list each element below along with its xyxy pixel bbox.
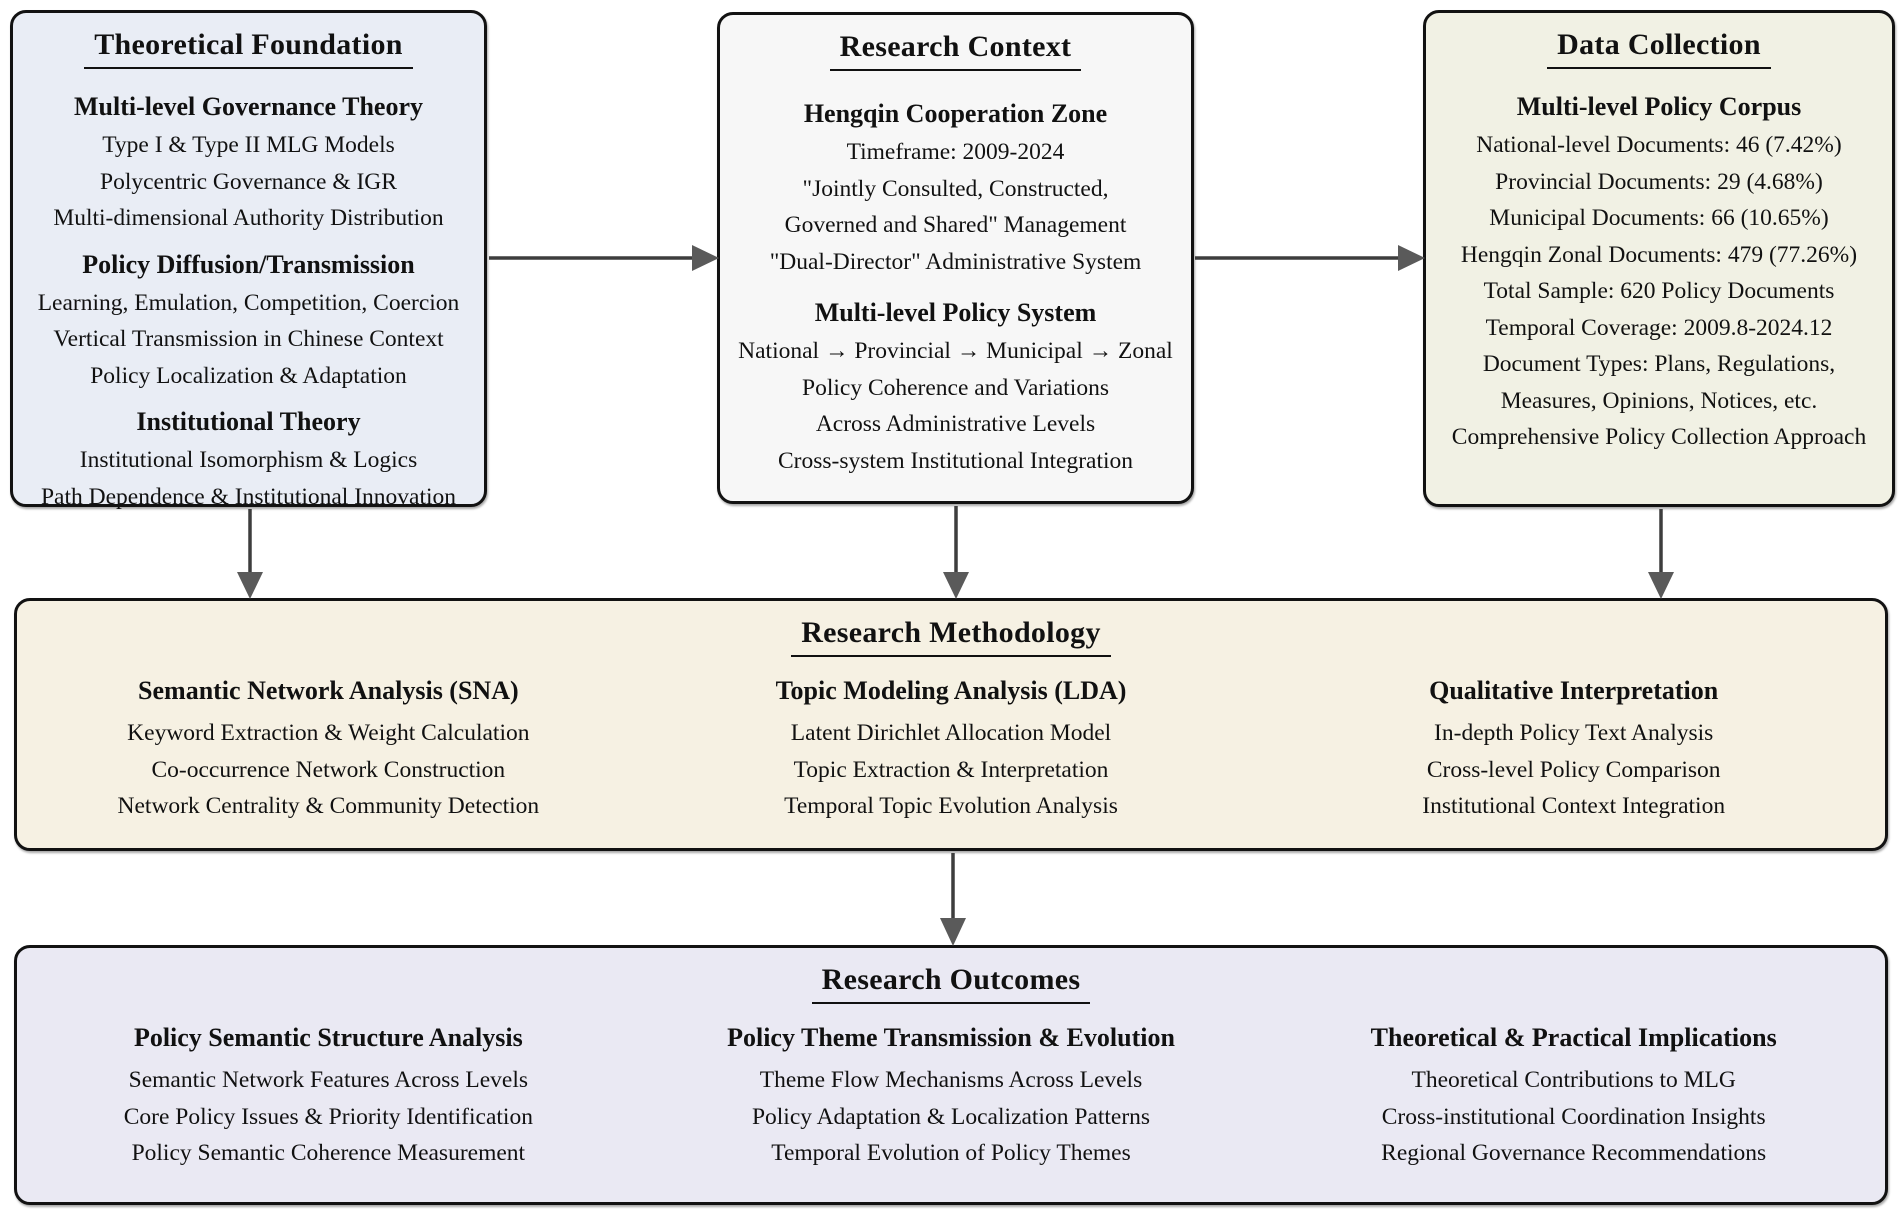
diagram-item: Temporal Topic Evolution Analysis — [784, 793, 1118, 819]
diagram-item: Cross-system Institutional Integration — [777, 447, 1134, 474]
hengqin-zone-section: Hengqin Cooperation Zone Timeframe: 2009… — [770, 94, 1142, 280]
arrow-context-to-methodology — [943, 506, 969, 599]
diagram-item: Comprehensive Policy Collection Approach — [1451, 424, 1867, 450]
diagram-item: Core Policy Issues & Priority Identifica… — [123, 1103, 533, 1130]
section-heading: Multi-level Policy System — [814, 298, 1097, 327]
data-collection-box: Data Collection Multi-level Policy Corpu… — [1423, 10, 1895, 507]
diagram-item: Topic Extraction & Interpretation — [793, 756, 1109, 783]
diagram-item: Institutional Context Integration — [1422, 793, 1726, 819]
diagram-item: Municipal Documents: 66 (10.65%) — [1489, 205, 1829, 231]
diagram-item: Across Administrative Levels — [815, 411, 1096, 437]
policy-diffusion-section: Policy Diffusion/Transmission Learning, … — [38, 245, 460, 395]
diagram-item: Theme Flow Mechanisms Across Levels — [759, 1067, 1143, 1093]
diagram-item: Keyword Extraction & Weight Calculation — [127, 720, 530, 746]
arrow-theory-to-context — [489, 245, 719, 271]
diagram-item: Temporal Coverage: 2009.8-2024.12 — [1485, 314, 1833, 341]
diagram-item: Institutional Isomorphism & Logics — [79, 447, 418, 473]
diagram-item: National → Provincial → Municipal → Zona… — [738, 338, 1173, 364]
diagram-item: Co-occurrence Network Construction — [151, 756, 506, 783]
diagram-item: Latent Dirichlet Allocation Model — [790, 720, 1112, 746]
column-heading: Qualitative Interpretation — [1429, 676, 1719, 705]
research-outcomes-box: Research Outcomes Policy Semantic Struct… — [14, 945, 1888, 1205]
diagram-item: Policy Adaptation & Localization Pattern… — [751, 1103, 1151, 1130]
section-heading: Multi-level Governance Theory — [73, 92, 423, 121]
theoretical-foundation-title: Theoretical Foundation — [84, 28, 413, 69]
column-heading: Topic Modeling Analysis (LDA) — [775, 676, 1127, 705]
section-heading: Policy Diffusion/Transmission — [82, 249, 415, 279]
diagram-item: Multi-dimensional Authority Distribution — [53, 205, 444, 231]
diagram-item: Semantic Network Features Across Levels — [128, 1067, 529, 1093]
diagram-item: Policy Localization & Adaptation — [90, 362, 407, 389]
qualitative-column: Qualitative Interpretation In-depth Poli… — [1262, 671, 1885, 825]
outcomes-columns: Policy Semantic Structure Analysis Seman… — [17, 1018, 1885, 1172]
column-heading: Semantic Network Analysis (SNA) — [138, 676, 519, 705]
research-context-box: Research Context Hengqin Cooperation Zon… — [717, 12, 1194, 504]
methodology-columns: Semantic Network Analysis (SNA) Keyword … — [17, 671, 1885, 825]
diagram-item: Measures, Opinions, Notices, etc. — [1500, 387, 1818, 414]
diagram-item: Regional Governance Recommendations — [1381, 1140, 1767, 1166]
diagram-item: Document Types: Plans, Regulations, — [1482, 351, 1836, 377]
arrow-theory-to-methodology — [237, 509, 263, 599]
diagram-item: Timeframe: 2009-2024 — [846, 139, 1065, 165]
multilevel-policy-system-section: Multi-level Policy System National → Pro… — [738, 293, 1173, 479]
diagram-item: Vertical Transmission in Chinese Context — [53, 326, 444, 352]
institutional-theory-section: Institutional Theory Institutional Isomo… — [41, 402, 456, 515]
diagram-item: Cross-institutional Coordination Insight… — [1381, 1103, 1766, 1130]
theoretical-foundation-box: Theoretical Foundation Multi-level Gover… — [10, 10, 487, 510]
section-heading: Hengqin Cooperation Zone — [803, 99, 1108, 128]
section-heading: Multi-level Policy Corpus — [1516, 92, 1802, 121]
research-context-title: Research Context — [829, 30, 1082, 71]
column-heading: Theoretical & Practical Implications — [1370, 1023, 1777, 1052]
diagram-item: Path Dependence & Institutional Innovati… — [40, 483, 457, 510]
diagram-item: Polycentric Governance & IGR — [100, 168, 397, 195]
diagram-item: Governed and Shared" Management — [784, 212, 1127, 238]
section-heading: Institutional Theory — [136, 407, 361, 436]
diagram-item: Network Centrality & Community Detection — [117, 793, 540, 819]
diagram-item: "Dual-Director" Administrative System — [769, 248, 1142, 275]
diagram-item: Total Sample: 620 Policy Documents — [1483, 278, 1835, 304]
diagram-item: Temporal Evolution of Policy Themes — [771, 1140, 1131, 1166]
diagram-item: Learning, Emulation, Competition, Coerci… — [37, 289, 460, 316]
mlg-theory-section: Multi-level Governance Theory Type I & T… — [53, 87, 443, 237]
diagram-item: Theoretical Contributions to MLG — [1411, 1067, 1736, 1093]
column-heading: Policy Theme Transmission & Evolution — [727, 1023, 1175, 1052]
diagram-item: Policy Semantic Coherence Measurement — [131, 1140, 526, 1166]
semantic-structure-column: Policy Semantic Structure Analysis Seman… — [17, 1018, 640, 1172]
research-methodology-title: Research Methodology — [791, 616, 1111, 657]
arrow-data-to-methodology — [1648, 509, 1674, 599]
sna-column: Semantic Network Analysis (SNA) Keyword … — [17, 671, 640, 825]
data-collection-title: Data Collection — [1547, 28, 1771, 69]
research-methodology-box: Research Methodology Semantic Network An… — [14, 598, 1888, 851]
diagram-item: Hengqin Zonal Documents: 479 (77.26%) — [1460, 241, 1858, 268]
diagram-item: "Jointly Consulted, Constructed, — [802, 175, 1109, 202]
research-outcomes-title: Research Outcomes — [811, 963, 1091, 1004]
diagram-item: Type I & Type II MLG Models — [102, 132, 395, 158]
lda-column: Topic Modeling Analysis (LDA) Latent Dir… — [640, 671, 1263, 825]
theme-transmission-column: Policy Theme Transmission & Evolution Th… — [640, 1018, 1263, 1172]
diagram-item: Provincial Documents: 29 (4.68%) — [1495, 168, 1823, 195]
implications-column: Theoretical & Practical Implications The… — [1262, 1018, 1885, 1172]
diagram-item: Cross-level Policy Comparison — [1426, 756, 1721, 783]
diagram-item: National-level Documents: 46 (7.42%) — [1476, 132, 1842, 158]
diagram-item: In-depth Policy Text Analysis — [1434, 720, 1714, 746]
diagram-item: Policy Coherence and Variations — [802, 374, 1109, 401]
policy-corpus-section: Multi-level Policy Corpus National-level… — [1452, 87, 1866, 456]
arrow-methodology-to-outcomes — [940, 853, 966, 946]
column-heading: Policy Semantic Structure Analysis — [133, 1023, 523, 1052]
arrow-context-to-data — [1195, 245, 1425, 271]
